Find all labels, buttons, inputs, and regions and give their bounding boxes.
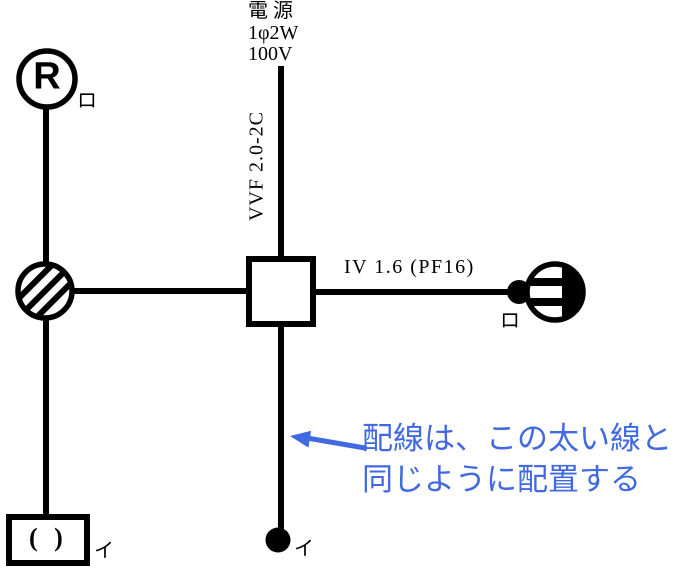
annotation-line2: 同じように配置する xyxy=(362,462,641,497)
wall-lamp-bar xyxy=(529,278,564,286)
annotation-arrow-shaft xyxy=(304,435,368,451)
ceiling-rose-box-icon xyxy=(6,514,90,566)
annotation-line1: 配線は、この太い線と xyxy=(362,421,672,456)
power-source-voltage: 100V xyxy=(248,43,293,65)
ceiling-rose-symbol: ( ) xyxy=(29,523,68,552)
power-source-label: 電 源 1φ2W 100V xyxy=(248,0,299,66)
circuit-label-i-left: イ xyxy=(94,540,114,562)
power-source-title: 電 源 xyxy=(248,0,293,22)
hatch-line xyxy=(20,266,70,316)
annotation-text: 配線は、この太い線と 同じように配置する xyxy=(362,418,672,500)
annotation-arrow-head xyxy=(290,430,312,448)
cable-branch-label: IV 1.6 (PF16) xyxy=(344,256,475,278)
wall-lamp-bar xyxy=(529,298,564,306)
cable-feed-label: VVF 2.0-2C xyxy=(245,110,268,222)
circuit-label-ro-right: ロ xyxy=(500,310,520,332)
lamp-receptacle-circle-icon xyxy=(16,48,78,110)
junction-box-icon xyxy=(246,256,316,327)
circuit-label-ro-top: ロ xyxy=(77,90,97,112)
wall-lamp-filled-half xyxy=(562,266,581,318)
circuit-label-i-center: イ xyxy=(294,538,314,560)
wall-lamp-inner xyxy=(529,266,581,318)
power-source-phase: 1φ2W xyxy=(248,21,299,44)
switch-dot-bottom-icon xyxy=(265,527,291,553)
lamp-receptacle-letter: R xyxy=(33,55,61,98)
